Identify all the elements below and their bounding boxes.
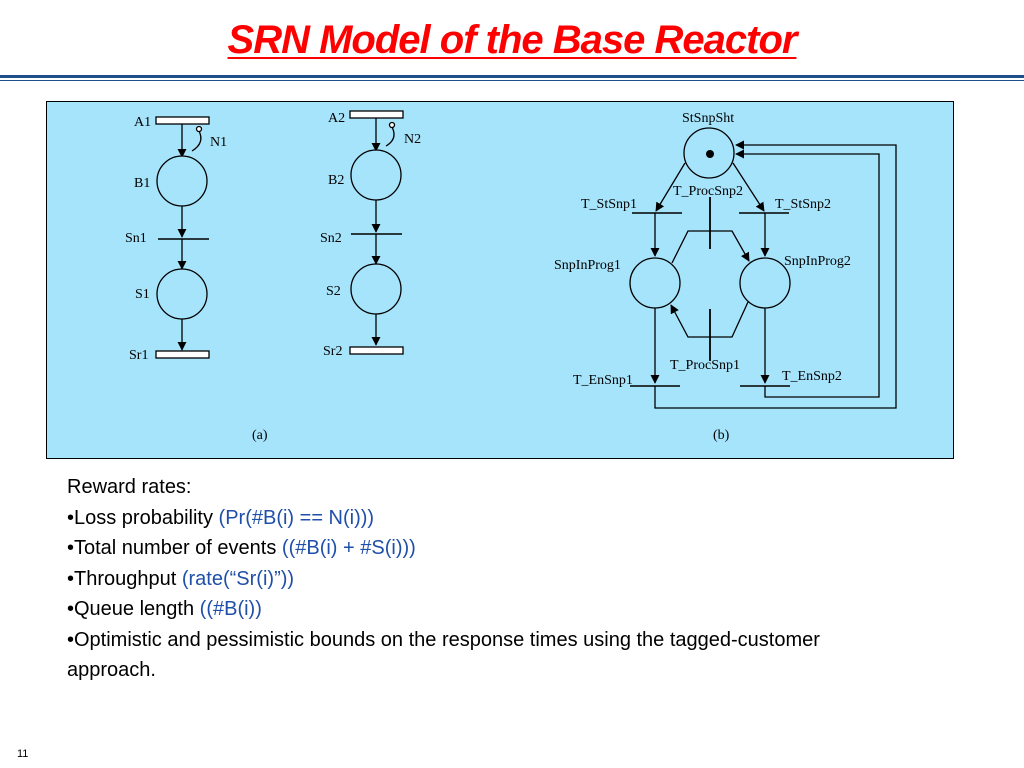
label-s1: S1 <box>135 287 150 302</box>
diagram-labels: A1 N1 B1 Sn1 S1 Sr1 A2 N2 B2 Sn2 S2 Sr2 … <box>125 111 851 443</box>
label-n1: N1 <box>210 135 227 150</box>
reward-item-expr: (rate(“Sr(i)”)) <box>181 567 295 590</box>
place-s1 <box>156 268 208 320</box>
reward-item-expr: (Pr(#B(i) == N(i))) <box>218 506 375 529</box>
caption-a: (a) <box>252 428 268 443</box>
reward-item-text: •Loss probability <box>67 506 219 529</box>
label-tprocsnp1: T_ProcSnp1 <box>670 358 740 373</box>
label-sn2: Sn2 <box>320 231 342 246</box>
title-rule-thin <box>0 80 1024 81</box>
reward-item: •Queue length ((#B(i)) <box>67 594 867 625</box>
reward-item-text: •Total number of events <box>67 537 282 559</box>
trans-a1 <box>155 116 210 125</box>
reward-heading: Reward rates: <box>67 476 192 498</box>
reward-item-text: •Optimistic and pessimistic bounds on th… <box>67 628 820 682</box>
page-number: 11 <box>17 748 29 760</box>
token <box>706 150 714 158</box>
reward-item-text: •Queue length <box>67 598 200 620</box>
net2 <box>349 110 404 355</box>
label-tensnp2: T_EnSnp2 <box>782 369 842 384</box>
title-rule <box>0 75 1024 78</box>
label-b1: B1 <box>134 176 150 191</box>
place-s2 <box>350 263 402 315</box>
label-tensnp1: T_EnSnp1 <box>573 373 633 388</box>
reward-item: •Optimistic and pessimistic bounds on th… <box>67 625 867 686</box>
trans-sr1 <box>155 350 210 359</box>
trans-a2 <box>349 110 404 119</box>
trans-sr2 <box>349 346 404 355</box>
label-tprocsnp2: T_ProcSnp2 <box>673 184 743 199</box>
reward-item: •Throughput (rate(“Sr(i)”)) <box>67 564 867 595</box>
label-n2: N2 <box>404 132 421 147</box>
reward-item-expr: ((#B(i) + #S(i))) <box>281 537 416 559</box>
label-a2: A2 <box>328 111 345 126</box>
label-tstsnp1: T_StSnp1 <box>581 197 637 212</box>
reward-item-expr: ((#B(i)) <box>199 598 262 620</box>
label-snpinprog2: SnpInProg2 <box>784 254 851 269</box>
reward-item: •Total number of events ((#B(i) + #S(i))… <box>67 533 867 564</box>
snapshot-net <box>629 127 897 409</box>
label-stsnpsht: StSnpSht <box>682 111 734 126</box>
place-snpinprog1 <box>629 257 681 309</box>
net1 <box>155 116 210 359</box>
inhibitor-n2 <box>388 121 396 129</box>
label-tstsnp2: T_StSnp2 <box>775 197 831 212</box>
reward-item: •Loss probability (Pr(#B(i) == N(i))) <box>67 503 867 534</box>
reward-rates: Reward rates: •Loss probability (Pr(#B(i… <box>67 472 867 686</box>
inhibitor-n1 <box>195 125 203 133</box>
reward-item-text: •Throughput <box>67 567 182 590</box>
label-a1: A1 <box>134 115 151 130</box>
petri-net-diagram: A1 N1 B1 Sn1 S1 Sr1 A2 N2 B2 Sn2 S2 Sr2 … <box>125 110 897 443</box>
label-sr1: Sr1 <box>129 348 148 363</box>
caption-b: (b) <box>713 428 730 443</box>
slide-title: SRN Model of the Base Reactor <box>227 18 798 62</box>
label-sr2: Sr2 <box>323 344 342 359</box>
label-sn1: Sn1 <box>125 231 147 246</box>
label-b2: B2 <box>328 173 344 188</box>
label-s2: S2 <box>326 284 341 299</box>
place-snpinprog2 <box>739 257 791 309</box>
label-snpinprog1: SnpInProg1 <box>554 258 621 273</box>
place-b1 <box>156 155 208 207</box>
place-b2 <box>350 149 402 201</box>
